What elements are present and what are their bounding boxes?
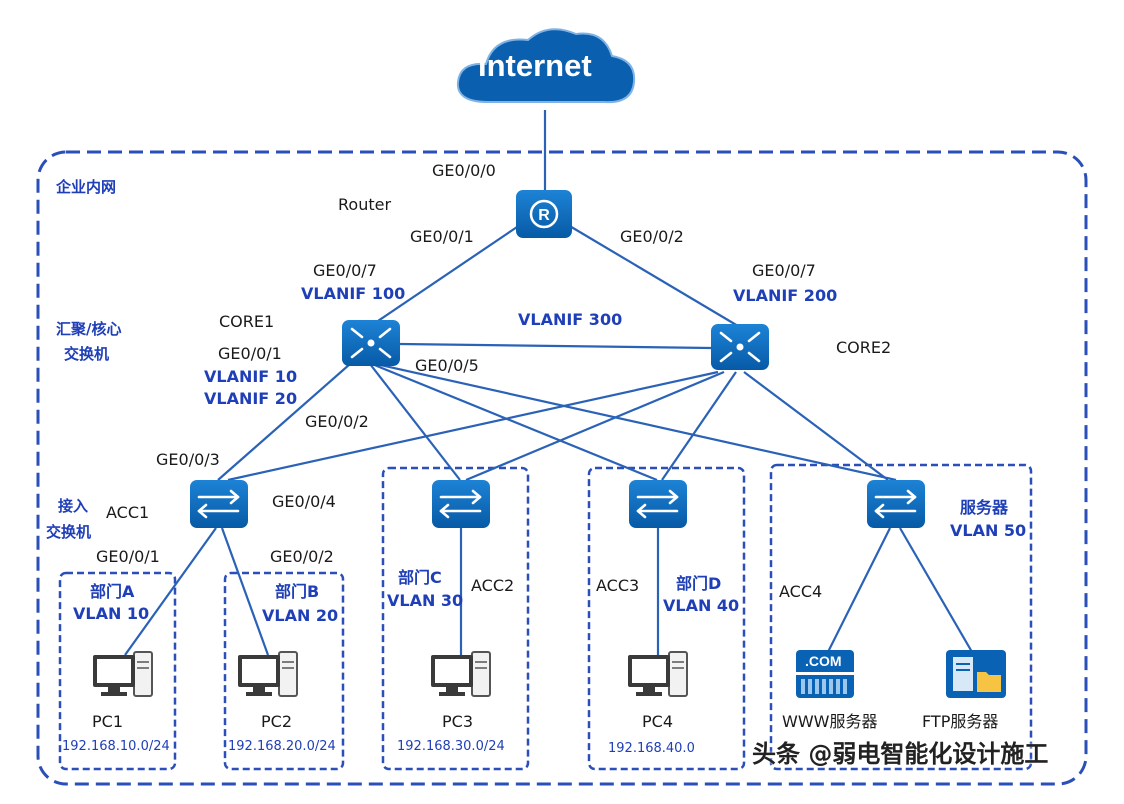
pc3-name: PC3: [442, 712, 473, 731]
core1-vlanif-up: VLANIF 100: [301, 284, 406, 303]
link-acc1-pc2: [220, 527, 270, 656]
pc3-icon: [431, 651, 491, 697]
acc4-switch-icon: [867, 480, 925, 528]
router-port-wan: GE0/0/0: [432, 161, 496, 180]
dept-d-zone: [587, 466, 746, 771]
core1-port-2: GE0/0/2: [305, 412, 369, 431]
router-port-core1: GE0/0/1: [410, 227, 474, 246]
enterprise-zone-border: [36, 150, 1088, 786]
dept-a-vlan: VLAN 10: [73, 604, 150, 623]
internet-cloud-icon: [456, 28, 636, 104]
link-core1-acc3: [371, 362, 658, 482]
pc4-name: PC4: [642, 712, 673, 731]
router-icon: R: [516, 190, 572, 238]
pc4-subnet: 192.168.40.0: [608, 741, 695, 756]
link-core1-core2: [399, 342, 712, 350]
acc3-name: ACC3: [596, 576, 640, 595]
www-server-icon: [796, 650, 854, 698]
pc1-icon: [93, 651, 153, 697]
pc3-subnet: 192.168.30.0/24: [397, 739, 505, 754]
core1-name: CORE1: [219, 312, 275, 331]
dept-a-zone: [58, 571, 177, 771]
acc1-name: ACC1: [106, 503, 150, 522]
pc2-icon: [238, 651, 298, 697]
acc2-name: ACC2: [471, 576, 515, 595]
core2-name: CORE2: [836, 338, 892, 357]
core1-switch-icon: [342, 320, 400, 366]
acc2-switch-icon: [432, 480, 490, 528]
link-acc1-pc1: [124, 527, 217, 656]
acc1-switch-icon: [190, 480, 248, 528]
acc1-port-pc1: GE0/0/1: [96, 547, 160, 566]
ftp-server-label: FTP服务器: [922, 712, 999, 731]
link-acc4-www: [827, 527, 891, 653]
dept-c-zone: [381, 466, 530, 771]
core2-port-up: GE0/0/7: [752, 261, 816, 280]
dept-d-vlan: VLAN 40: [663, 596, 740, 615]
link-core1-acc2: [369, 363, 461, 481]
internet-label: Internet: [478, 48, 592, 83]
link-core1-acc4: [375, 362, 897, 482]
dept-b-vlan: VLAN 20: [262, 606, 339, 625]
core-zone-label-line2: 交换机: [64, 345, 110, 363]
pc2-subnet: 192.168.20.0/24: [228, 739, 336, 754]
core2-vlanif-up: VLANIF 200: [733, 286, 838, 305]
acc1-port-pc2: GE0/0/2: [270, 547, 334, 566]
link-core2-acc2: [465, 370, 725, 482]
server-zone-vlan: VLAN 50: [950, 521, 1027, 540]
link-core2-acc4: [743, 371, 889, 481]
watermark-text: 头条 @弱电智能化设计施工: [752, 740, 1049, 768]
www-server-label: WWW服务器: [782, 712, 878, 731]
link-core2-acc3: [661, 371, 737, 481]
core1-vlanif-20: VLANIF 20: [204, 389, 298, 408]
link-router-core1: [371, 224, 521, 326]
core1-port-down: GE0/0/1: [218, 344, 282, 363]
pc4-icon: [628, 651, 688, 697]
www-badge-text: .COM: [805, 653, 842, 669]
link-core1-acc1: [217, 363, 351, 481]
dept-a-name: 部门A: [90, 582, 135, 601]
pc1-subnet: 192.168.10.0/24: [62, 739, 170, 754]
dept-b-name: 部门B: [275, 582, 320, 601]
link-router-core2: [567, 224, 739, 327]
link-acc4-ftp: [899, 527, 973, 653]
dept-c-name: 部门C: [398, 568, 442, 587]
acc1-port-up: GE0/0/3: [156, 450, 220, 469]
core2-switch-icon: [711, 324, 769, 370]
dept-d-name: 部门D: [676, 574, 722, 593]
pc1-name: PC1: [92, 712, 123, 731]
server-zone: [769, 463, 1033, 771]
svg-text:R: R: [538, 207, 550, 224]
acc1-port-4: GE0/0/4: [272, 492, 336, 511]
core1-port-up: GE0/0/7: [313, 261, 377, 280]
core1-vlanif-10: VLANIF 10: [204, 367, 298, 386]
pc2-name: PC2: [261, 712, 292, 731]
enterprise-zone-label: 企业内网: [56, 178, 117, 196]
router-port-core2: GE0/0/2: [620, 227, 684, 246]
server-zone-name: 服务器: [960, 498, 1009, 517]
acc3-switch-icon: [629, 480, 687, 528]
interlink-vlanif: VLANIF 300: [518, 310, 623, 329]
router-name: Router: [338, 195, 392, 214]
core1-port-5: GE0/0/5: [415, 356, 479, 375]
acc4-name: ACC4: [779, 582, 823, 601]
access-zone-label-line1: 接入: [58, 497, 89, 515]
dept-c-vlan: VLAN 30: [387, 591, 464, 610]
ftp-server-icon: [946, 650, 1006, 698]
link-core2-acc1: [227, 370, 719, 482]
core-zone-label-line1: 汇聚/核心: [56, 320, 122, 338]
access-zone-label-line2: 交换机: [46, 523, 92, 541]
